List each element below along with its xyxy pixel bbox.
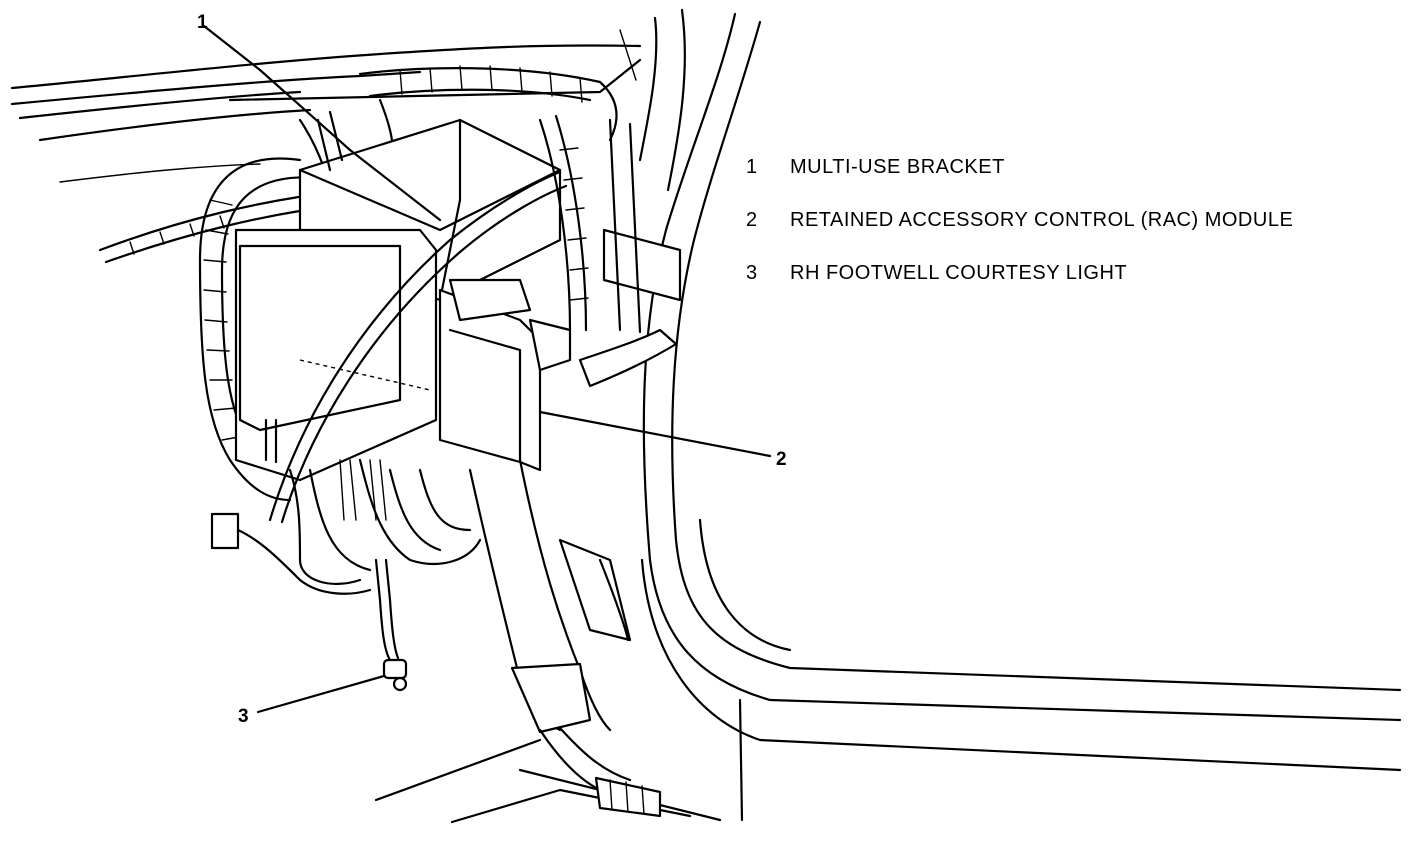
leader-line-2 <box>540 412 770 456</box>
legend-number: 1 <box>746 155 758 178</box>
legend-number: 2 <box>746 208 758 231</box>
callout-number-3: 3 <box>238 706 249 727</box>
legend-label: RETAINED ACCESSORY CONTROL (RAC) MODULE <box>790 208 1294 231</box>
footwell-courtesy-light <box>376 560 406 690</box>
module-connectors <box>212 460 480 594</box>
callout-number-1: 1 <box>197 12 208 33</box>
component-legend: 1 MULTI-USE BRACKET 2 RETAINED ACCESSORY… <box>746 154 1293 313</box>
leader-line-3 <box>258 676 384 712</box>
leader-line-1 <box>204 26 440 220</box>
legend-label: RH FOOTWELL COURTESY LIGHT <box>790 261 1128 284</box>
door-frame-pillar <box>620 10 1400 820</box>
right-harness-cluster <box>450 116 680 386</box>
rac-module <box>236 230 540 480</box>
instrument-panel-edge <box>12 45 640 182</box>
legend-item: 1 MULTI-USE BRACKET <box>746 154 1293 180</box>
callout-number-2: 2 <box>776 449 787 470</box>
legend-number: 3 <box>746 261 758 284</box>
wiring-harness-loop <box>100 158 350 500</box>
legend-item: 2 RETAINED ACCESSORY CONTROL (RAC) MODUL… <box>746 207 1293 233</box>
leader-lines <box>204 26 770 712</box>
legend-label: MULTI-USE BRACKET <box>790 155 1005 178</box>
main-harness-cable <box>270 172 660 816</box>
legend-item: 3 RH FOOTWELL COURTESY LIGHT <box>746 260 1293 286</box>
